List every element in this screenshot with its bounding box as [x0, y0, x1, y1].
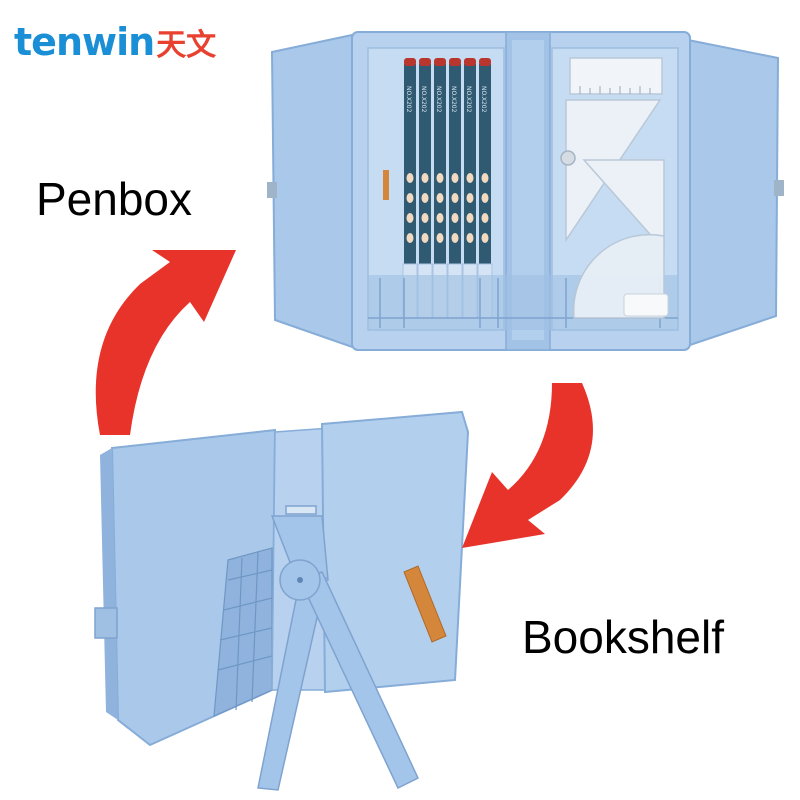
penbox-label: Penbox [36, 173, 193, 225]
pencil-grip-dot [451, 173, 459, 183]
pencil-imprint: NO.X202 [435, 86, 442, 113]
pencil-imprint: NO.X202 [480, 86, 487, 113]
pencil [434, 64, 446, 264]
pencil-grip-dot [421, 173, 429, 183]
pencil [449, 64, 461, 264]
pencil-grip-dot [481, 173, 489, 183]
pencil-imprint: NO.X202 [450, 86, 457, 113]
pencil-grip-dot [436, 193, 444, 203]
pencil-grip-dot [481, 213, 489, 223]
pencil-grip-dot [451, 213, 459, 223]
pencil-grip-dot [406, 233, 414, 243]
logo-cjk-text: 天文 [156, 28, 217, 63]
arrow-down-icon [462, 383, 593, 548]
pencil-grip-dot [436, 213, 444, 223]
bookshelf-tripod [257, 505, 419, 791]
pencil-grip-dot [466, 213, 474, 223]
pencil-grip-dot [481, 233, 489, 243]
pencil [419, 64, 431, 264]
pencil [479, 64, 491, 264]
penbox-open: NO.X202 NO.X202 NO.X202 NO.X202 NO.X202 NO.X2… [267, 31, 784, 351]
pencil-imprint: NO.X202 [420, 86, 427, 113]
pencil-tip [419, 58, 431, 66]
pencil-imprint: NO.X202 [465, 86, 472, 113]
pencil-grip-dot [421, 233, 429, 243]
logo-latin-text: tenwin [14, 20, 155, 64]
pencil-imprint: NO.X202 [405, 86, 412, 113]
transform-arrows [95, 250, 593, 548]
pencil [404, 64, 416, 264]
pencil-grip-dot [466, 233, 474, 243]
penbox-right-door [686, 38, 780, 347]
pencil-grip-dot [421, 193, 429, 203]
penbox-left-door [270, 33, 357, 350]
pencil-tip [464, 58, 476, 66]
pencil-tip [434, 58, 446, 66]
pencil-grip-dot [406, 193, 414, 203]
pencil-grip-dot [406, 213, 414, 223]
pencil-grip-dot [406, 173, 414, 183]
pencil-tip [404, 58, 416, 66]
pencil-tip [479, 58, 491, 66]
eraser [623, 293, 669, 317]
pencil-grip-dot [451, 233, 459, 243]
pencil-grip-dot [466, 193, 474, 203]
pencil-grip-dot [466, 173, 474, 183]
pencil-grip-dot [451, 193, 459, 203]
ruler-set [560, 57, 665, 319]
pencil-tip [449, 58, 461, 66]
arrow-up-icon [95, 250, 236, 435]
pencil-grip-dot [436, 233, 444, 243]
brand-logo: tenwin 天文 [14, 14, 216, 70]
door-latch-right [774, 180, 784, 196]
pencil-grip-dot [421, 213, 429, 223]
pencil-grip-dot [436, 173, 444, 183]
bookshelf-label: Bookshelf [522, 611, 725, 663]
pencil [464, 64, 476, 264]
bookshelf-hinge-tab [403, 565, 447, 643]
door-latch-left [267, 182, 277, 198]
penbox-clip [383, 170, 389, 200]
pencil-grip-dot [481, 193, 489, 203]
bookshelf-stand [94, 410, 470, 791]
